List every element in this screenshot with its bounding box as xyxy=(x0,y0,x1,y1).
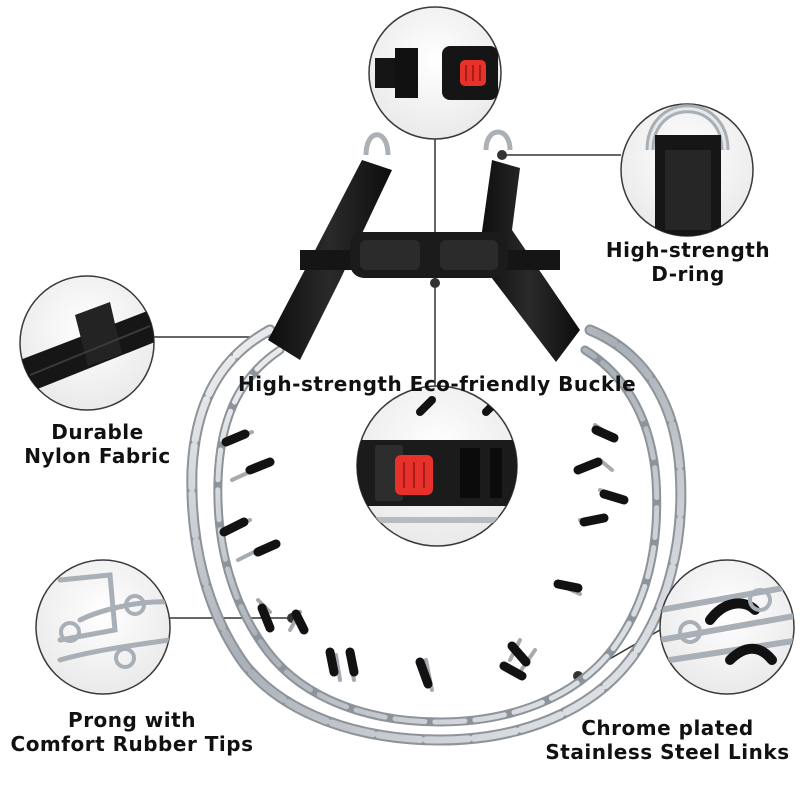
d-ring-left xyxy=(363,132,391,156)
d-ring-label-line1: High-strength xyxy=(605,238,771,262)
d-ring-closeup xyxy=(620,103,754,237)
prong-tips xyxy=(219,423,629,692)
buckle xyxy=(350,232,508,278)
links-label-line1: Chrome plated xyxy=(581,716,754,740)
buckle-top-closeup xyxy=(368,6,502,140)
links-label-line2: Stainless Steel Links xyxy=(545,740,790,764)
d-ring-label: High-strength D-ring xyxy=(603,238,773,286)
prong-label-line2: Comfort Rubber Tips xyxy=(10,732,254,756)
buckle-label: High-strength Eco-friendly Buckle xyxy=(238,372,637,396)
chain-links xyxy=(186,324,687,746)
nylon-label-line1: Durable xyxy=(51,420,144,444)
prong-label-line1: Prong with xyxy=(68,708,196,732)
prong-label: Prong with Comfort Rubber Tips xyxy=(2,708,262,756)
nylon-closeup xyxy=(19,275,155,411)
links-label: Chrome plated Stainless Steel Links xyxy=(540,716,795,764)
nylon-label-line2: Nylon Fabric xyxy=(24,444,171,468)
d-ring-right xyxy=(483,129,513,151)
buckle-mid-closeup xyxy=(356,385,518,547)
d-ring-label-line2: D-ring xyxy=(651,262,725,286)
prong-closeup xyxy=(35,559,171,695)
links-closeup xyxy=(659,559,795,695)
nylon-label: Durable Nylon Fabric xyxy=(10,420,185,468)
